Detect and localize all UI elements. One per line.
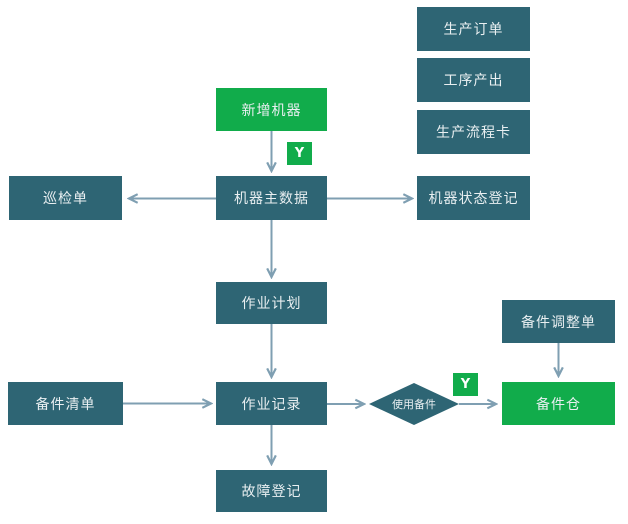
node-spare-parts-list: 备件清单 bbox=[8, 382, 123, 425]
node-inspection-sheet: 巡检单 bbox=[9, 176, 122, 220]
node-spare-parts-adjustment: 备件调整单 bbox=[502, 300, 615, 343]
node-process-output: 工序产出 bbox=[417, 58, 530, 102]
node-work-record: 作业记录 bbox=[216, 382, 327, 425]
node-spare-parts-warehouse: 备件仓 bbox=[502, 382, 615, 425]
node-production-flow-card: 生产流程卡 bbox=[417, 110, 530, 154]
node-machine-master-data: 机器主数据 bbox=[216, 176, 327, 220]
badge-yes-use-spare: Y bbox=[453, 373, 478, 396]
node-work-plan: 作业计划 bbox=[216, 282, 327, 324]
node-fault-register: 故障登记 bbox=[216, 470, 327, 512]
node-production-order: 生产订单 bbox=[417, 7, 530, 51]
decision-use-spare-parts: 使用备件 bbox=[369, 383, 459, 425]
node-machine-status-register: 机器状态登记 bbox=[417, 176, 530, 220]
badge-yes-new-machine: Y bbox=[287, 142, 312, 165]
node-new-machine: 新增机器 bbox=[216, 88, 327, 131]
